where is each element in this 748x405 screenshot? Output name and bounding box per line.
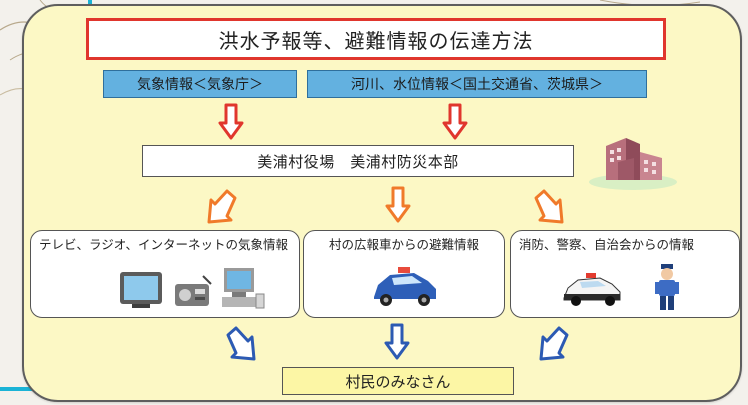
down-arrow-red-icon [218,103,244,140]
down-arrow-red-icon [442,103,468,140]
radio-icon [175,275,212,306]
source-weather: 気象情報＜気象庁＞ [103,70,297,98]
residents-box: 村民のみなさん [282,367,514,395]
diagram-panel [22,4,742,402]
police-officer-icon [655,264,679,310]
source-river: 河川、水位情報＜国土交通省、茨城県＞ [307,70,647,98]
channel-fire-police-label: 消防、警察、自治会からの情報 [519,237,695,252]
television-icon [120,272,162,308]
channel-pa-car-label: 村の広報車からの避難情報 [328,237,479,252]
channel-fire-police: 消防、警察、自治会からの情報 [510,230,740,318]
computer-icon [222,268,265,309]
police-car-icon [563,273,621,306]
diagonal-arrow-right-blue-icon [226,326,256,361]
office-building-icon [589,138,677,190]
down-arrow-blue-icon [384,323,410,360]
down-arrow-orange-icon [385,186,411,223]
diagram-title: 洪水予報等、避難情報の伝達方法 [86,18,666,60]
public-announcement-car-icon [374,267,436,306]
channel-media-label: テレビ、ラジオ、インターネットの気象情報 [39,237,289,252]
diagonal-arrow-left-blue-icon [539,326,569,361]
village-office-hub: 美浦村役場 美浦村防災本部 [142,145,574,177]
diagonal-arrow-left-orange-icon [207,189,237,224]
diagonal-arrow-right-orange-icon [534,189,564,224]
